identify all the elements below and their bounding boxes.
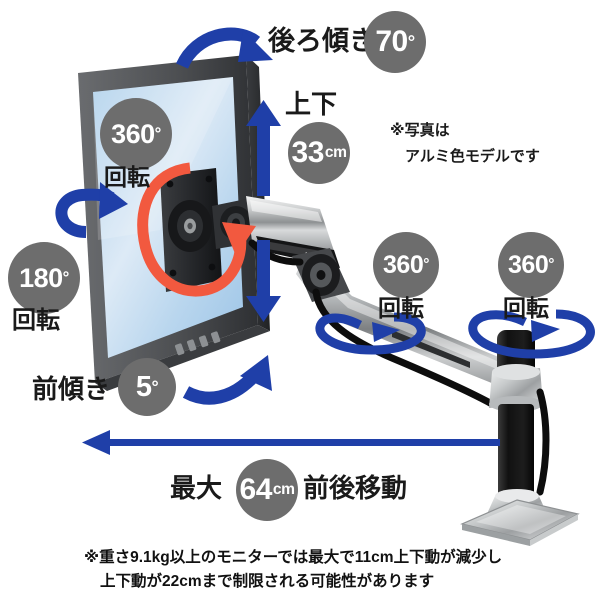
swivel-unit: ° [62, 267, 70, 287]
elbow-rotate-label: 回転 [378, 295, 424, 321]
height-double-arrow-icon [246, 100, 281, 322]
swivel-badge: 180° [8, 242, 80, 314]
post-rotation-ring-icon [468, 309, 595, 359]
screen-rotate-value: 360 [111, 118, 155, 149]
height-value: 33 [291, 136, 325, 169]
back-tilt-label: 後ろ傾き [268, 26, 376, 56]
elbow-rotate-unit: ° [423, 256, 429, 274]
back-tilt-badge: 70° [364, 11, 426, 73]
reach-value: 64 [239, 473, 273, 506]
elbow-rotate-badge: 360° [373, 232, 439, 298]
elbow-rotate-value: 360 [383, 250, 424, 279]
swivel-value: 180 [19, 262, 63, 293]
reach-label-prefix: 最大 [170, 473, 223, 503]
footnote-line2: 上下動が22cmまで制限される可能性があります [100, 573, 435, 590]
reach-arrow-icon [82, 430, 500, 455]
front-tilt-label: 前傾き [32, 374, 111, 404]
photo-note-line1: ※写真は [390, 122, 450, 139]
swivel-arrow-icon [55, 182, 128, 238]
post-rotate-badge: 360° [498, 232, 564, 298]
front-tilt-value: 5 [135, 370, 152, 403]
front-tilt-unit: ° [151, 377, 159, 397]
post-rotate-unit: ° [548, 256, 554, 274]
height-label: 上下 [285, 89, 338, 119]
front-tilt-badge: 5° [118, 358, 176, 416]
back-tilt-unit: ° [407, 30, 415, 52]
screen-rotation-ring-icon [137, 162, 256, 297]
post-rotate-value: 360 [508, 250, 549, 279]
screen-rotate-unit: ° [154, 123, 162, 143]
elbow-rotation-ring-icon [315, 312, 426, 355]
screen-rotate-label: 回転 [104, 164, 150, 190]
vesa-mount [160, 168, 252, 292]
front-tilt-arrow-icon [182, 355, 272, 405]
footnote-line1: ※重さ9.1kg以上のモニターでは最大で11cm上下動が減少し [84, 549, 503, 566]
photo-note-line2: アルミ色モデルです [405, 148, 540, 165]
swivel-label: 回転 [12, 307, 60, 334]
reach-label-suffix: 前後移動 [303, 473, 408, 503]
height-unit: cm [324, 144, 347, 162]
post-rotate-label: 回転 [503, 295, 549, 321]
back-tilt-arrow-icon [176, 27, 273, 70]
back-tilt-value: 70 [375, 25, 408, 58]
screen-rotate-badge: 360° [100, 98, 172, 170]
reach-unit: cm [272, 481, 295, 499]
